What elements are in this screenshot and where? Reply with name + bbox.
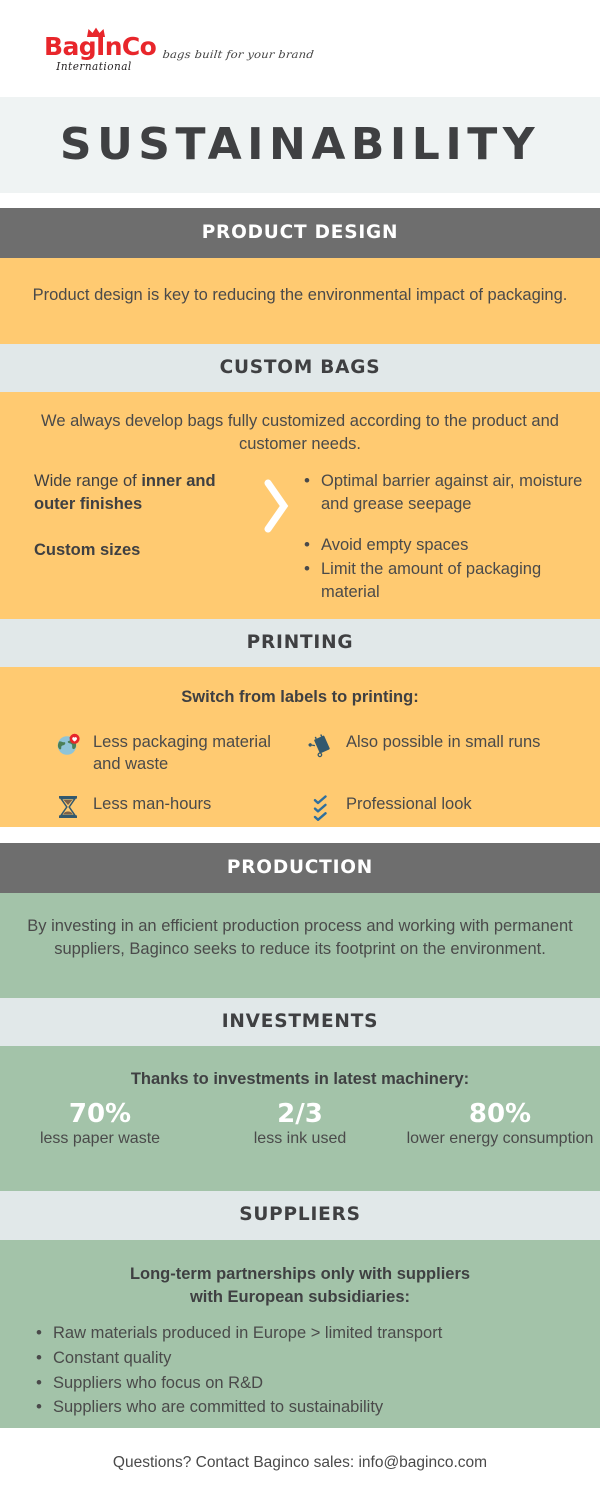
section-body-suppliers: Long-term partnerships only with supplie…: [0, 1240, 600, 1428]
investments-lead: Thanks to investments in latest machiner…: [130, 1070, 470, 1088]
list-item: Suppliers who are committed to sustainab…: [36, 1395, 576, 1419]
stat-label: lower energy consumption: [406, 1130, 594, 1148]
section-header-product-design: PRODUCT DESIGN: [0, 208, 600, 258]
package-bag-icon: [308, 731, 334, 776]
stat-item: 70% less paper waste: [0, 1099, 200, 1149]
left-line-1-bold: inner and outer finishes: [34, 472, 216, 514]
custom-bags-bullets-group-2: Avoid empty spaces Limit the amount of p…: [304, 533, 600, 604]
printing-benefit-item: Also possible in small runs: [278, 731, 600, 776]
section-body-investments: Thanks to investments in latest machiner…: [0, 1046, 600, 1191]
section-header-label: SUPPLIERS: [239, 1204, 361, 1225]
stat-value: 80%: [468, 1099, 532, 1129]
stat-item: 2/3 less ink used: [200, 1099, 400, 1149]
page-title: SUSTAINABILITY: [59, 119, 541, 170]
logo-header: BagInCo International bags built for you…: [0, 0, 600, 97]
suppliers-lead-line-2: with European subsidiaries:: [189, 1288, 411, 1307]
section-header-label: PRODUCT DESIGN: [201, 222, 399, 243]
list-item: Avoid empty spaces: [304, 533, 600, 557]
left-line-1-plain: Wide range of: [34, 472, 142, 490]
section-header-label: INVESTMENTS: [221, 1011, 379, 1032]
list-item: Suppliers who focus on R&D: [36, 1371, 576, 1395]
printing-benefit-item: Less packaging material and waste: [0, 731, 278, 776]
stat-label: less ink used: [253, 1130, 347, 1148]
stat-label: less paper waste: [39, 1130, 161, 1148]
section-header-custom-bags: CUSTOM BAGS: [0, 344, 600, 392]
hourglass-icon: [55, 793, 81, 821]
production-body: By investing in an efficient production …: [27, 917, 573, 959]
printing-benefit-label: Less man-hours: [93, 794, 212, 813]
custom-bags-right-column: Optimal barrier against air, moisture an…: [304, 450, 600, 606]
section-body-production: By investing in an efficient production …: [0, 893, 600, 998]
section-header-label: CUSTOM BAGS: [219, 357, 381, 378]
logo-tagline: bags built for your brand: [161, 48, 315, 61]
section-header-printing: PRINTING: [0, 619, 600, 667]
custom-bags-columns: Wide range of inner and outer finishes C…: [0, 450, 600, 606]
brand-logo[interactable]: BagInCo International bags built for you…: [44, 27, 315, 73]
list-item: Optimal barrier against air, moisture an…: [304, 469, 600, 516]
printing-benefit-item: Professional look: [278, 793, 600, 821]
custom-bags-left-column: Wide range of inner and outer finishes C…: [0, 450, 248, 606]
spacer: [34, 517, 248, 539]
chevron-right-icon: [261, 478, 291, 539]
custom-bags-intro: We always develop bags fully customized …: [41, 412, 559, 454]
custom-bags-left-line-1: Wide range of inner and outer finishes: [34, 470, 248, 517]
section-header-investments: INVESTMENTS: [0, 998, 600, 1046]
footer: Questions? Contact Baginco sales: info@b…: [0, 1428, 600, 1500]
stat-value: 2/3: [277, 1099, 323, 1129]
suppliers-lead-line-1: Long-term partnerships only with supplie…: [129, 1265, 471, 1283]
list-item: Limit the amount of packaging material: [304, 557, 600, 604]
checklist-icon: [308, 793, 334, 821]
footer-contact-text[interactable]: Questions? Contact Baginco sales: info@b…: [112, 1454, 488, 1471]
section-header-production: PRODUCTION: [0, 843, 600, 893]
investments-stats: 70% less paper waste 2/3 less ink used 8…: [0, 1099, 600, 1149]
logo-mark: BagInCo International: [44, 27, 157, 73]
logo-subtitle: International: [56, 60, 132, 73]
printing-benefit-label: Also possible in small runs: [346, 733, 541, 751]
section-header-label: PRODUCTION: [226, 857, 374, 878]
suppliers-list: Raw materials produced in Europe > limit…: [36, 1321, 576, 1421]
left-line-2-bold: Custom sizes: [34, 540, 141, 559]
printing-benefit-item: Less man-hours: [0, 793, 278, 821]
section-header-suppliers: SUPPLIERS: [0, 1191, 600, 1240]
logo-name: BagInCo: [44, 32, 157, 61]
section-body-printing: Switch from labels to printing: Less pac…: [0, 667, 600, 827]
title-band: SUSTAINABILITY: [0, 97, 600, 193]
section-header-label: PRINTING: [246, 632, 354, 653]
stat-value: 70%: [68, 1099, 132, 1129]
printing-benefit-label: Professional look: [346, 794, 472, 813]
section-body-custom-bags: We always develop bags fully customized …: [0, 392, 600, 619]
custom-bags-left-line-2: Custom sizes: [34, 539, 248, 562]
spacer: [304, 518, 600, 534]
printing-benefits-grid: Less packaging material and waste: [0, 731, 600, 821]
list-item: Constant quality: [36, 1346, 576, 1370]
custom-bags-bullets-group-1: Optimal barrier against air, moisture an…: [304, 469, 600, 516]
list-item: Raw materials produced in Europe > limit…: [36, 1321, 576, 1345]
stat-item: 80% lower energy consumption: [400, 1099, 600, 1149]
globe-heart-icon: [55, 731, 81, 776]
printing-benefit-label: Less packaging material and waste: [93, 733, 271, 774]
section-body-product-design: Product design is key to reducing the en…: [0, 258, 600, 344]
product-design-body: Product design is key to reducing the en…: [32, 286, 568, 304]
crown-icon: [86, 25, 106, 43]
custom-bags-arrow: [248, 450, 304, 606]
printing-lead: Switch from labels to printing:: [181, 688, 419, 706]
